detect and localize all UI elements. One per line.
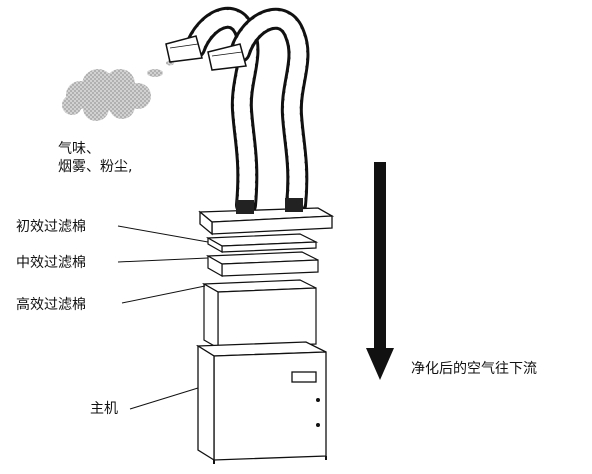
top-cover-plate xyxy=(198,198,335,236)
leader-main-unit xyxy=(129,387,199,410)
leader-hepa-filter xyxy=(121,285,206,304)
leader-primary-filter xyxy=(117,225,209,243)
smoke-cloud-icon xyxy=(62,60,174,121)
main-unit-body xyxy=(195,341,327,464)
airflow-label: 净化后的空气往下流 xyxy=(411,361,537,377)
medium-filter-label: 中效过滤棉 xyxy=(16,255,86,271)
suction-hood-left-icon xyxy=(165,35,203,63)
medium-filter-layer xyxy=(205,251,319,278)
pollutant-line-1: 气味、 xyxy=(58,141,100,157)
extraction-hose-left xyxy=(184,6,260,216)
extraction-hose-right xyxy=(229,7,310,216)
pollutant-line-2: 烟雾、粉尘, xyxy=(58,159,133,175)
leader-medium-filter xyxy=(117,257,209,263)
leader-lines xyxy=(117,225,209,410)
hepa-filter-box xyxy=(201,279,317,350)
pollutant-label: 气味、 烟雾、粉尘, xyxy=(58,140,132,176)
airflow-down-arrow xyxy=(366,162,394,380)
suction-hood-right-icon xyxy=(207,43,247,71)
hepa-filter-label: 高效过滤棉 xyxy=(16,297,86,313)
primary-filter-layer xyxy=(205,233,319,254)
primary-filter-label: 初效过滤棉 xyxy=(16,219,86,235)
main-unit-label: 主机 xyxy=(90,401,118,417)
